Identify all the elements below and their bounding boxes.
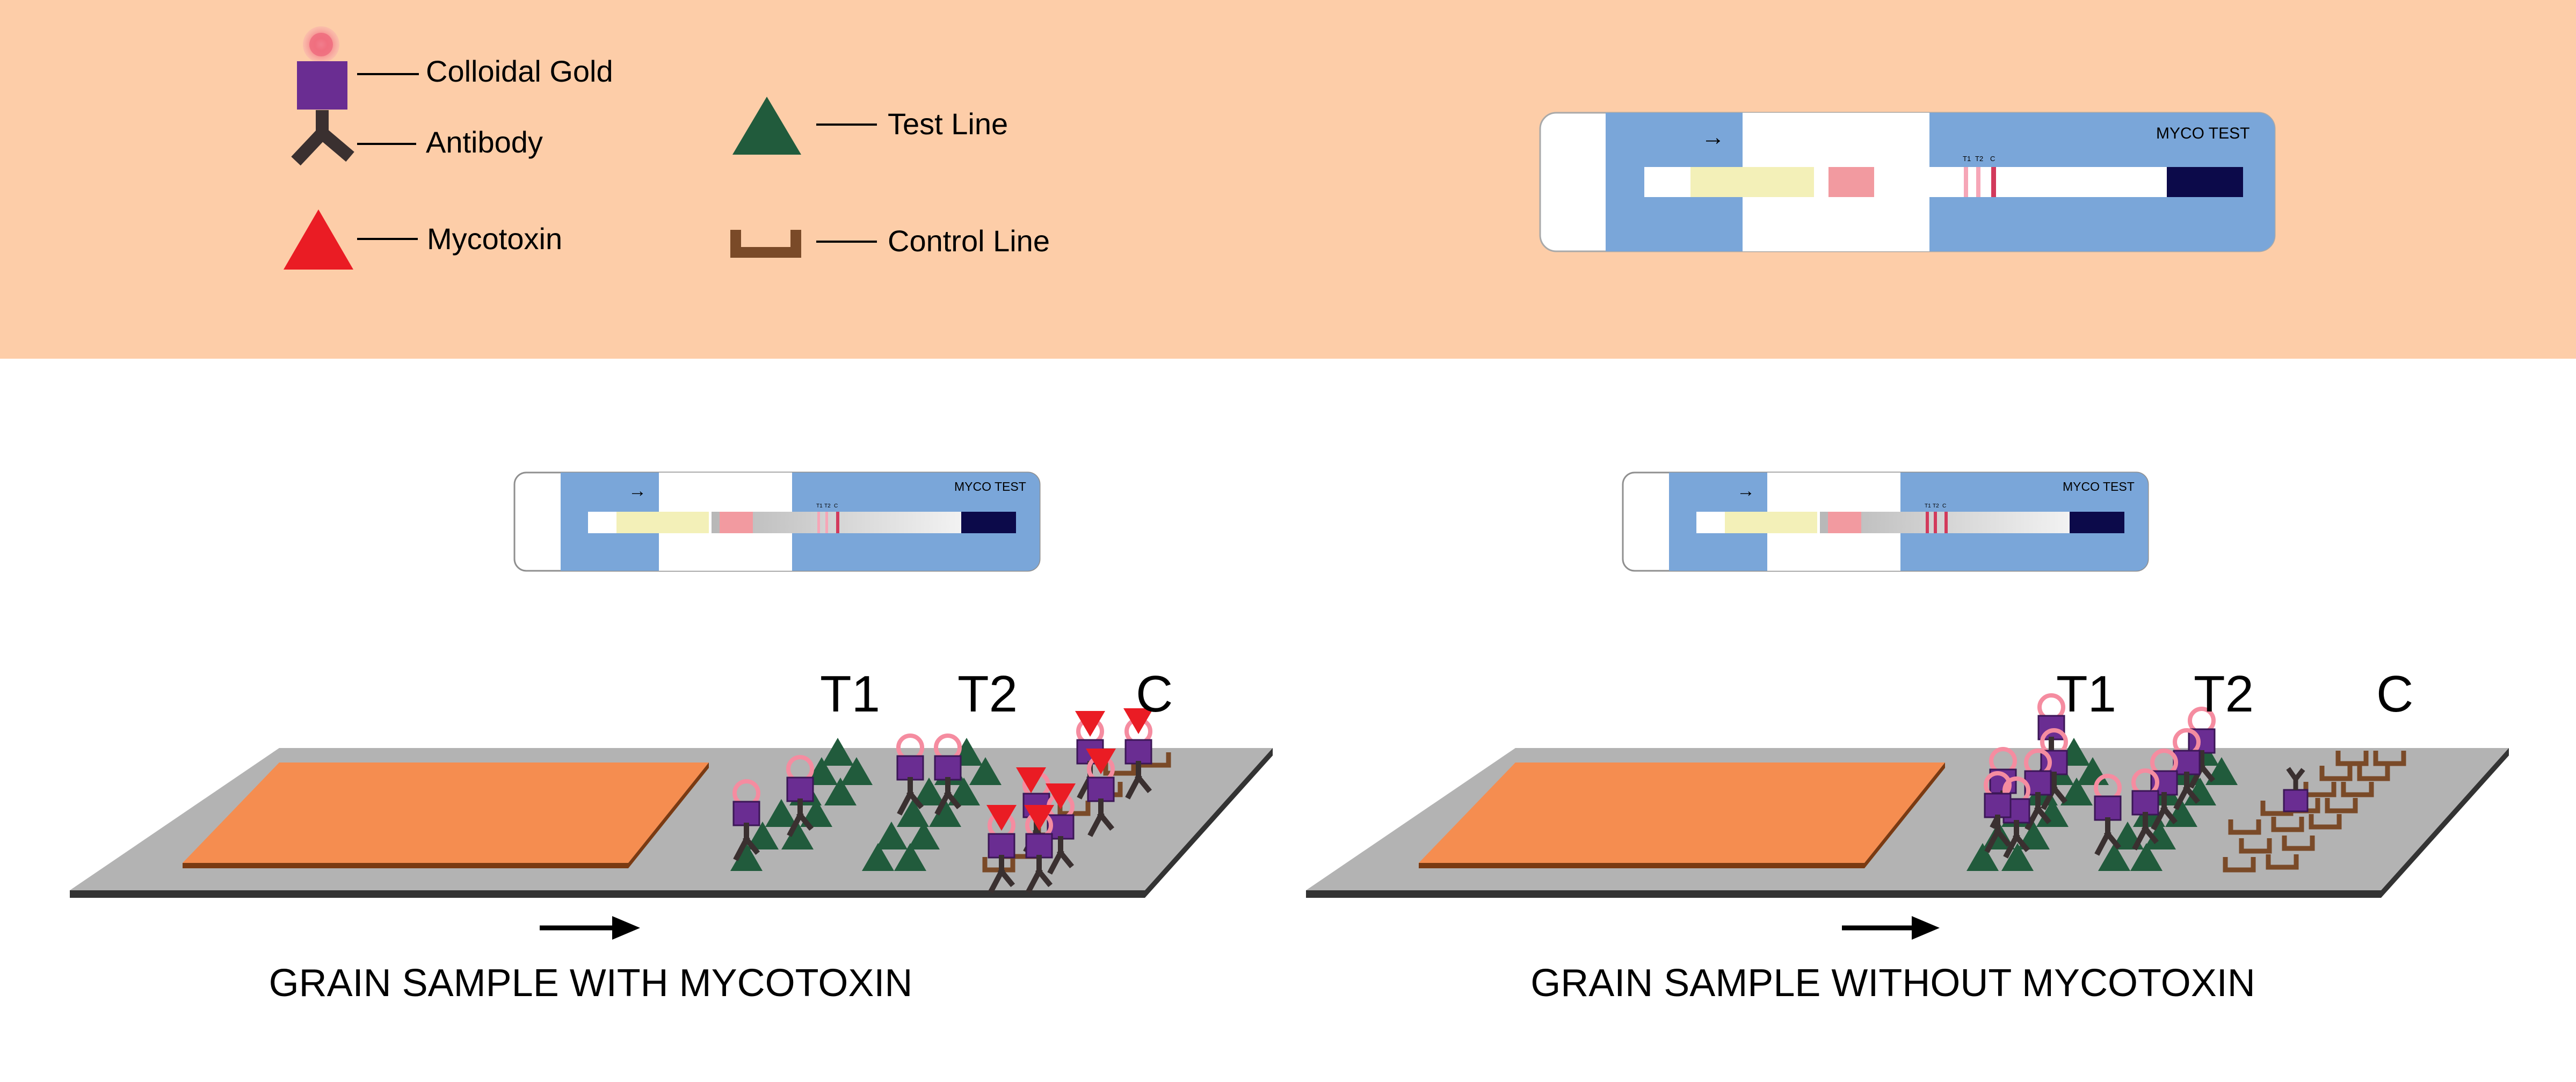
cassette-c-label: C <box>1990 155 1995 163</box>
caption-with-toxin: GRAIN SAMPLE WITH MYCOTOXIN <box>269 962 913 1005</box>
cassette-t2-label: T2 <box>824 503 831 509</box>
caption-without-toxin: GRAIN SAMPLE WITHOUT MYCOTOXIN <box>1530 962 2255 1005</box>
strip-t1-line <box>1964 167 1968 197</box>
strip-diagram-with-toxin: T1 T2 C GRAIN SAMPLE WITH MYCOTOXIN <box>70 665 1273 1005</box>
test-cassette-top: → MYCO TEST T1 T2 C <box>1539 112 2276 252</box>
cassette-c-label: C <box>1942 503 1946 509</box>
sample-pad-3d <box>183 763 709 863</box>
conjugate-pad <box>1828 512 1861 533</box>
t1-label: T1 <box>820 665 880 723</box>
cassette-t1-label: T1 <box>1963 155 1971 163</box>
flow-arrow-icon: → <box>1701 124 1725 150</box>
cassette-brand: MYCO TEST <box>954 480 1026 493</box>
cassette-c-label: C <box>834 503 838 509</box>
strip-c-line <box>1944 512 1948 533</box>
strip-t2-line <box>1934 512 1937 533</box>
c-label: C <box>2376 665 2413 723</box>
strip-t2-line <box>1976 167 1980 197</box>
legend-test-line-label: Test Line <box>888 107 1008 141</box>
flow-arrow-icon: → <box>1737 481 1755 501</box>
flow-arrow-icon: → <box>628 481 647 501</box>
t1-label: T1 <box>2056 665 2116 723</box>
absorbent-pad <box>2167 167 2243 197</box>
c-label: C <box>1136 665 1173 723</box>
test-cassette-with-toxin: → MYCO TEST T1 T2 C <box>513 471 1041 572</box>
sample-pad <box>616 512 709 533</box>
sample-pad <box>1690 167 1814 197</box>
strip-t2-line <box>825 512 828 533</box>
antibody-icon <box>291 110 354 166</box>
strip-diagram-without-toxin: T1 T2 C GRAIN SAMPLE WITHOUT MYCOTOXIN <box>1306 665 2509 1005</box>
bound-conjugates <box>1985 695 2309 855</box>
cassette-brand: MYCO TEST <box>2063 480 2135 493</box>
conjugate-pad <box>1828 167 1874 197</box>
strip-t1-line <box>1926 512 1929 533</box>
colloidal-gold-icon <box>297 26 347 110</box>
sample-pad-3d <box>1419 763 1945 863</box>
t2-label: T2 <box>2194 665 2254 723</box>
cassette-t1-label: T1 <box>816 503 823 509</box>
sample-pad <box>1725 512 1817 533</box>
t2-label: T2 <box>957 665 1018 723</box>
test-line-icon <box>732 97 801 155</box>
strip-t1-line <box>817 512 820 533</box>
control-line-icon <box>730 230 801 258</box>
cassette-brand: MYCO TEST <box>2156 125 2250 142</box>
free-antibody-at-control <box>2283 767 2309 812</box>
flow-direction-arrow <box>540 916 640 940</box>
legend-control-line-label: Control Line <box>888 224 1050 258</box>
absorbent-pad <box>961 512 1016 533</box>
test-cassette-without-toxin: → MYCO TEST T1 T2 C <box>1622 471 2149 572</box>
flow-direction-arrow <box>1842 916 1940 940</box>
legend-antibody-label: Antibody <box>426 125 543 159</box>
mycotoxin-icon <box>284 209 353 270</box>
legend-colloidal-gold-label: Colloidal Gold <box>426 54 613 88</box>
cassette-t2-label: T2 <box>1933 503 1939 509</box>
conjugate-pad <box>720 512 753 533</box>
legend-mycotoxin-label: Mycotoxin <box>427 222 562 256</box>
absorbent-pad <box>2070 512 2124 533</box>
cassette-t2-label: T2 <box>1975 155 1983 163</box>
strip-c-line <box>1991 167 1996 197</box>
strip-c-line <box>836 512 839 533</box>
cassette-t1-label: T1 <box>1925 503 1931 509</box>
